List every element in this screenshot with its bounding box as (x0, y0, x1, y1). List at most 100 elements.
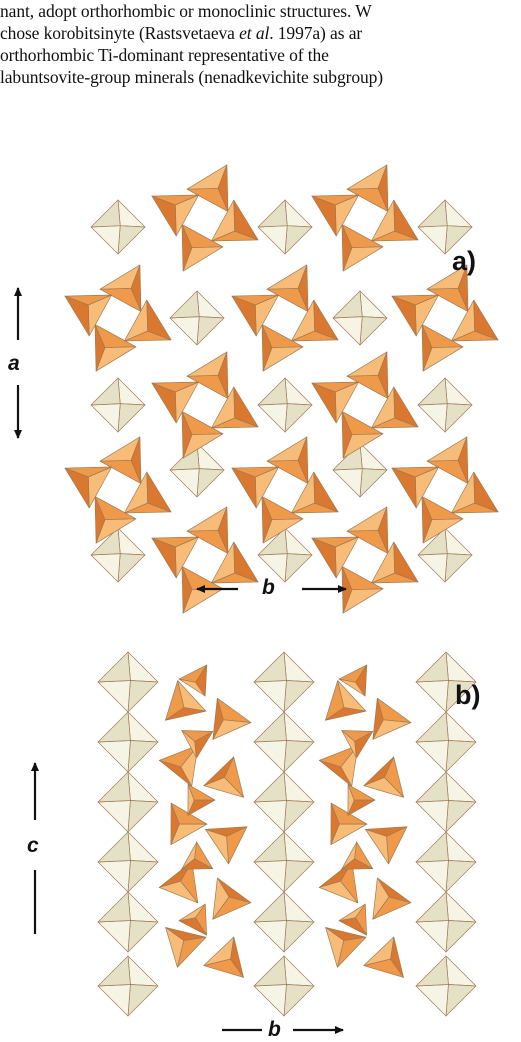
octahedron (415, 680, 449, 713)
octahedron (257, 377, 288, 406)
tetrahedral-ring (262, 346, 304, 372)
tetrahedral-ring (151, 537, 177, 579)
tetrahedron (165, 927, 185, 968)
octahedron (284, 553, 313, 583)
tetrahedron (325, 927, 345, 968)
octahedron (445, 860, 477, 893)
octahedron (97, 955, 131, 987)
octahedron (127, 831, 159, 863)
panel-b-polyhedra (97, 651, 477, 1017)
octahedron (445, 771, 477, 803)
octahedron (127, 651, 159, 683)
octahedron (90, 199, 121, 228)
text-line-3: orthorhombic Ti-dominant representative … (0, 45, 329, 65)
octahedron (117, 377, 146, 406)
panel-b-label: b) (455, 680, 481, 710)
octahedron (253, 740, 287, 773)
body-text: nant, adopt orthorhombic or monoclinic s… (0, 0, 521, 88)
tetrahedral-ring (64, 467, 90, 509)
tetrahedron (170, 823, 208, 846)
octahedron (415, 651, 449, 683)
octahedron (253, 711, 287, 743)
octahedron (359, 442, 388, 471)
tetrahedral-ring (186, 164, 228, 190)
octahedron (445, 920, 477, 953)
tetrahedral-ring (473, 299, 499, 341)
octahedron (97, 771, 131, 803)
tetrahedron (187, 799, 216, 816)
tetrahedral-ring (99, 436, 141, 462)
octahedron (257, 199, 288, 228)
tetrahedron (330, 823, 368, 846)
panel-a-label: a) (452, 246, 477, 276)
octahedron (444, 403, 473, 433)
octahedron (196, 316, 225, 346)
octahedron (284, 225, 313, 255)
tetrahedral-ring (231, 295, 257, 337)
octahedron (97, 800, 131, 833)
octahedron (283, 920, 315, 953)
octahedron (127, 771, 159, 803)
tetrahedral-ring (311, 537, 337, 579)
octahedron (283, 891, 315, 923)
octahedron (253, 771, 287, 803)
tetrahedral-ring (422, 346, 464, 372)
tetrahedral-ring (346, 351, 388, 377)
octahedron (90, 377, 121, 406)
tetrahedral-ring (151, 382, 177, 424)
octahedron (169, 468, 200, 498)
octahedron (444, 377, 473, 406)
octahedron (283, 711, 315, 743)
text-line-2: chose korobitsinyte (Rastsvetaeva et al.… (0, 22, 521, 44)
octahedron (417, 377, 448, 406)
octahedron (257, 403, 288, 433)
octahedron (127, 860, 159, 893)
octahedron (284, 199, 313, 228)
octahedron (127, 891, 159, 923)
tetrahedral-ring (95, 346, 137, 372)
octahedron (253, 955, 287, 987)
tetrahedron (194, 731, 214, 759)
octahedron (90, 225, 121, 255)
tetrahedron (203, 936, 235, 966)
octahedron (253, 860, 287, 893)
octahedron (445, 955, 477, 987)
octahedron (253, 984, 287, 1017)
octahedron (359, 468, 388, 498)
octahedron (127, 920, 159, 953)
octahedron (97, 651, 131, 683)
tetrahedral-ring (311, 382, 337, 424)
octahedron (97, 831, 131, 863)
tetrahedral-ring (95, 518, 137, 544)
octahedron (97, 740, 131, 773)
octahedron (415, 891, 449, 923)
tetrahedron (203, 777, 244, 798)
tetrahedral-ring (342, 433, 384, 459)
octahedron (417, 527, 448, 556)
tetrahedral-ring (182, 433, 224, 459)
tetrahedral-ring (391, 467, 417, 509)
octahedron (253, 891, 287, 923)
octahedron (444, 553, 473, 583)
tetrahedral-ring (99, 264, 141, 290)
tetrahedron (365, 829, 389, 865)
tetrahedral-ring (346, 164, 388, 190)
octahedron (415, 771, 449, 803)
octahedron (257, 527, 288, 556)
tetrahedral-ring (233, 386, 259, 428)
octahedron (415, 920, 449, 953)
tetrahedral-ring (233, 199, 259, 241)
tetrahedral-ring (473, 471, 499, 513)
panel-a-polyhedra (64, 164, 499, 614)
octahedron (415, 984, 449, 1017)
text-line-1: nant, adopt orthorhombic or monoclinic s… (0, 1, 372, 21)
octahedron (284, 527, 313, 556)
tetrahedron (195, 664, 208, 697)
tetrahedral-ring (186, 506, 228, 532)
octahedron (97, 920, 131, 953)
octahedron (117, 225, 146, 255)
tetrahedral-ring (64, 295, 90, 337)
octahedron (415, 860, 449, 893)
tetrahedron (180, 744, 199, 787)
octahedron (284, 377, 313, 406)
